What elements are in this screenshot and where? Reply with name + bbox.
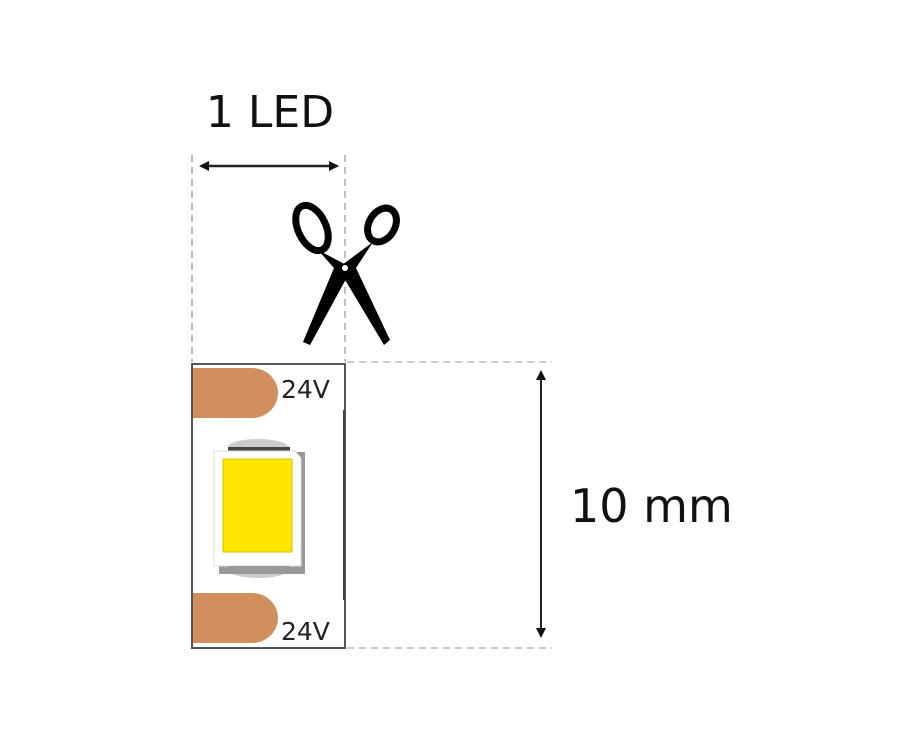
height-label: 10 mm bbox=[570, 479, 733, 533]
voltage-label-top: 24V bbox=[281, 375, 330, 404]
voltage-label-bottom: 24V bbox=[281, 617, 330, 646]
led-width-label: 1 LED bbox=[206, 87, 334, 138]
scissors-icon bbox=[292, 201, 400, 345]
smd-led-chip bbox=[213, 439, 305, 578]
copper-pad-top bbox=[193, 368, 278, 418]
led-strip-segment: 24V 24V bbox=[191, 363, 346, 649]
copper-pad-bottom bbox=[193, 593, 278, 643]
